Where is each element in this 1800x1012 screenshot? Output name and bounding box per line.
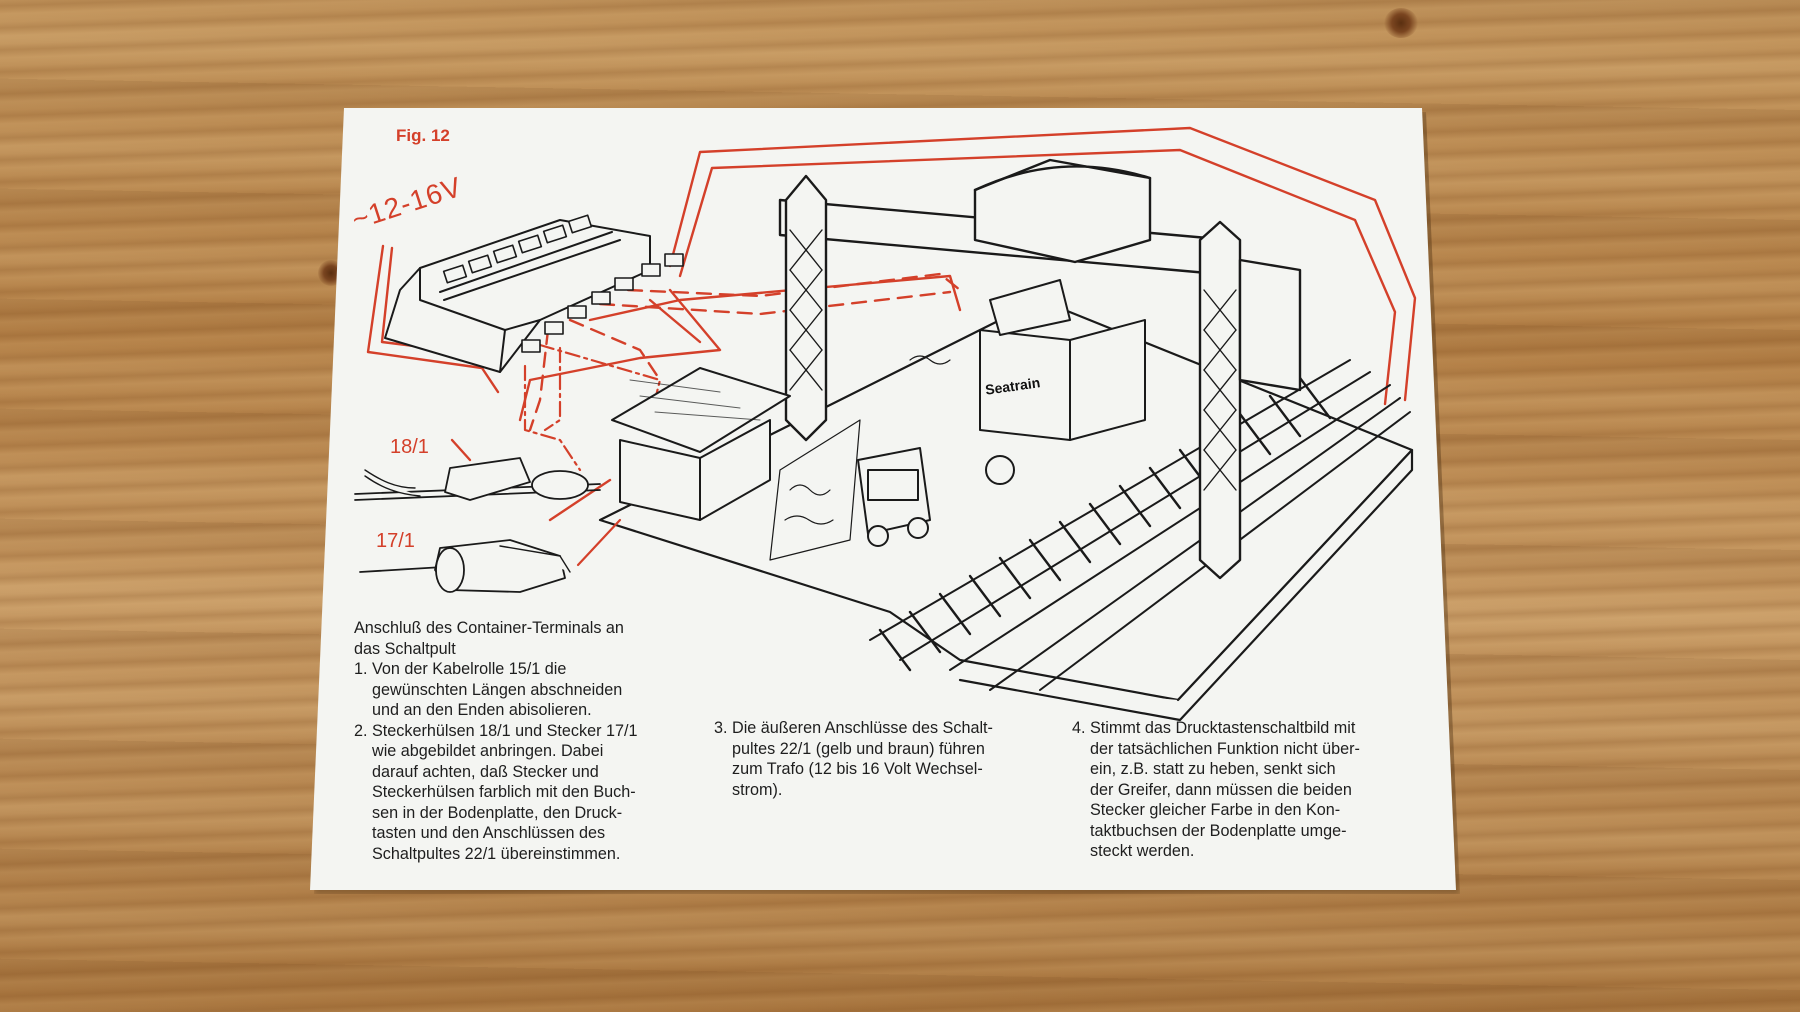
step-4-line: ein, z.B. statt zu heben, senkt sich <box>1090 760 1336 778</box>
step-1: 1. Von der Kabelrolle 15/1 die gewünscht… <box>354 659 684 721</box>
step-number: 4. <box>1072 719 1086 737</box>
step-3-line: strom). <box>732 780 783 799</box>
step-2-line: sen in der Bodenplatte, den Druck- <box>372 803 623 822</box>
step-4-line: Stecker gleicher Farbe in den Kon- <box>1090 801 1341 819</box>
step-3: 3. Die äußeren Anschlüsse des Schalt- pu… <box>714 718 1024 800</box>
step-2-line: tasten und den Anschlüssen des <box>372 824 606 842</box>
figure-label: Fig. 12 <box>396 126 450 145</box>
step-2-line: darauf achten, daß Stecker und <box>372 762 599 781</box>
part-label-17: 17/1 <box>376 530 415 552</box>
instructions-column-1: Anschluß des Container-Terminals an das … <box>354 618 684 864</box>
instructions-column-3: 4. Stimmt das Drucktastenschaltbild mit … <box>1072 718 1412 862</box>
part-label-18: 18/1 <box>390 436 429 458</box>
step-2-line: Steckerhülsen farblich mit den Buch- <box>372 783 636 801</box>
wood-knot <box>1384 8 1418 38</box>
step-3-line: zum Trafo (12 bis 16 Volt Wechsel- <box>732 760 983 778</box>
step-1-line: und an den Enden abisolieren. <box>372 701 592 719</box>
step-2: 2. Steckerhülsen 18/1 und Stecker 17/1 w… <box>354 721 684 865</box>
step-2-line: Steckerhülsen 18/1 und Stecker 17/1 <box>372 721 638 740</box>
step-3-line: pultes 22/1 (gelb und braun) führen <box>732 739 985 758</box>
instructions-heading-line-2: das Schaltpult <box>354 639 456 658</box>
step-1-line: gewünschten Längen abschneiden <box>372 680 623 699</box>
instructions-column-2: 3. Die äußeren Anschlüsse des Schalt- pu… <box>714 718 1024 800</box>
step-number: 3. <box>714 719 728 737</box>
step-4-line: steckt werden. <box>1090 842 1195 860</box>
step-3-line: Die äußeren Anschlüsse des Schalt- <box>732 719 993 737</box>
step-4-line: Stimmt das Drucktastenschaltbild mit <box>1090 719 1356 737</box>
step-1-line: Von der Kabelrolle 15/1 die <box>372 660 567 678</box>
step-4: 4. Stimmt das Drucktastenschaltbild mit … <box>1072 718 1412 862</box>
step-number: 2. <box>354 721 368 740</box>
step-2-line: Schaltpultes 22/1 übereinstimmen. <box>372 844 621 863</box>
step-2-line: wie abgebildet anbringen. Dabei <box>372 742 604 760</box>
instructions-heading-line-1: Anschluß des Container-Terminals an <box>354 619 624 637</box>
step-4-line: der Greifer, dann müssen die beiden <box>1090 780 1352 799</box>
step-number: 1. <box>354 660 368 678</box>
step-4-line: der tatsächlichen Funktion nicht über- <box>1090 739 1360 758</box>
step-4-line: taktbuchsen der Bodenplatte umge- <box>1090 821 1347 840</box>
